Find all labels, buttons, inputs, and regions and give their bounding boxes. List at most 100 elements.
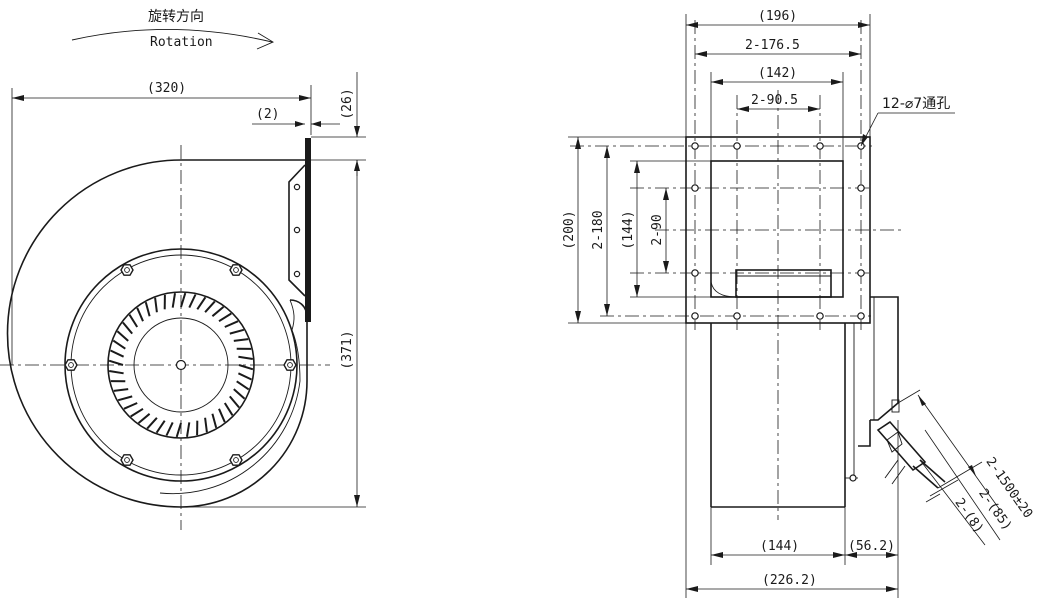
rotation-annotation: 旋转方向 Rotation (71, 9, 274, 50)
dim-26-label: (26) (340, 88, 355, 119)
dim-flange-height: (200) (562, 136, 686, 324)
dim-lead-lengths: 2-1500±20 2-(85) 2-(8) (897, 389, 1035, 546)
mounting-bolts (64, 264, 297, 466)
dim-flange-thickness: (2) (252, 107, 340, 127)
impeller-blade (113, 388, 129, 392)
impeller-blade (236, 380, 250, 391)
dim-2-label: (2) (256, 107, 279, 122)
dim-2-90-5-label: 2-90.5 (751, 93, 798, 108)
outlet-tongue (735, 269, 832, 298)
flange-bracket (288, 164, 306, 297)
cable-gland-nut (886, 431, 903, 453)
rotation-label-en: Rotation (150, 35, 213, 50)
mount-holes-label: 12-⌀7通孔 (882, 96, 950, 112)
dim-hole-pitch-outer: 2-176.5 (695, 38, 861, 57)
impeller-blade (211, 306, 225, 317)
impeller-blade (186, 422, 191, 437)
impeller-blade (108, 359, 124, 366)
body-screw (849, 474, 857, 482)
dim-56-2-label: (56.2) (848, 539, 895, 554)
dim-overall-width: (320) (11, 81, 312, 365)
dim-hole-pitch-inner: 2-90.5 (737, 93, 820, 112)
impeller-blade (128, 314, 139, 328)
lead-wire (919, 459, 946, 483)
impeller-blade (165, 421, 174, 436)
impeller-blade (233, 388, 246, 400)
impeller-blade (229, 395, 240, 409)
outlet-opening (710, 160, 844, 298)
impeller-blade (188, 294, 197, 309)
dim-overall-depth: (226.2) (685, 323, 898, 598)
front-view: (196) 2-176.5 (142) 2-90.5 (562, 9, 1035, 598)
dim-2-90-label: 2-90 (650, 214, 665, 245)
lead-wire-stub (884, 459, 899, 479)
bracket-hole (293, 226, 301, 234)
impeller-blade (154, 297, 158, 313)
rotation-label-cn: 旋转方向 (148, 9, 204, 25)
bracket-hole (293, 183, 301, 191)
impeller-blade (136, 307, 144, 322)
dim-196-label: (196) (758, 9, 797, 24)
impeller-blade (122, 321, 133, 335)
impeller-blade (229, 328, 245, 335)
dim-outlet-width: (142) (710, 66, 844, 161)
impeller-blade (238, 364, 254, 371)
side-view: (320) (2) (26) (371) (0, 72, 366, 530)
hole-pattern-lines (570, 20, 872, 330)
dim-371-label: (371) (340, 330, 355, 369)
impeller-blade (233, 338, 249, 342)
mount-holes-leader: 12-⌀7通孔 (860, 96, 955, 147)
dim-outlet-height: (144) (621, 160, 711, 298)
front-flange-plate (685, 136, 871, 324)
rotation-arrow-head (256, 32, 274, 50)
rotation-arrow-arc (71, 29, 273, 43)
housing-body (710, 323, 858, 508)
dim-overall-height: (371) (181, 160, 366, 508)
impeller-blade (116, 330, 129, 342)
impeller-blade (224, 320, 239, 328)
dim-flange-width: (196) (685, 9, 871, 137)
impeller-blade (171, 293, 176, 308)
impeller-blade (123, 402, 138, 410)
impeller-blade (218, 408, 226, 423)
impeller-blade (117, 395, 133, 402)
impeller-blade (137, 413, 151, 424)
impeller-blade (109, 370, 124, 375)
impeller-blade (180, 292, 187, 308)
motor-base (858, 420, 871, 447)
dim-motor-depth: (56.2) (845, 420, 899, 598)
dim-2-180-label: 2-180 (591, 210, 606, 249)
dim-2-176-5-label: 2-176.5 (745, 38, 800, 53)
impeller-blade (155, 420, 166, 434)
impeller-blade (218, 312, 232, 323)
lead-wire-stub (891, 465, 906, 485)
shaft-center (175, 359, 187, 371)
impeller-blade (144, 301, 151, 317)
impeller-blades (108, 292, 254, 438)
dim-200-label: (200) (562, 210, 577, 249)
outlet-inner-curve (710, 281, 737, 298)
motor-housing (858, 296, 946, 489)
impeller-blade (146, 417, 158, 430)
dim-144-v-label: (144) (621, 210, 636, 249)
impeller-outer-ring (107, 291, 255, 439)
impeller-blade (204, 417, 208, 433)
impeller-blade (196, 296, 207, 310)
impeller-blade (175, 422, 182, 438)
volute-inner-lip (159, 380, 301, 495)
impeller-blade (237, 372, 252, 381)
cable-gland (876, 420, 927, 472)
impeller-blade (110, 349, 125, 358)
mounting-holes (691, 142, 865, 320)
impeller-blade (223, 402, 234, 416)
impeller-blade (238, 355, 253, 360)
dim-hole-pitch-v-inner: 2-90 (650, 188, 669, 273)
motor-tab (891, 399, 900, 413)
impeller-blade (130, 407, 144, 418)
dim-hole-pitch-v-outer: 2-180 (591, 146, 610, 316)
impeller-blade (112, 339, 126, 350)
volute-housing (6, 159, 308, 508)
lead-wire (912, 465, 939, 489)
dim-226-2-label: (226.2) (762, 573, 817, 588)
